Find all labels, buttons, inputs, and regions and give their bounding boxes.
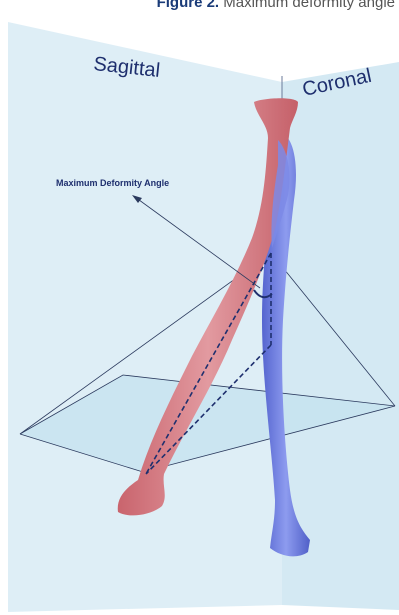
annotation-label: Maximum Deformity Angle: [56, 178, 169, 188]
